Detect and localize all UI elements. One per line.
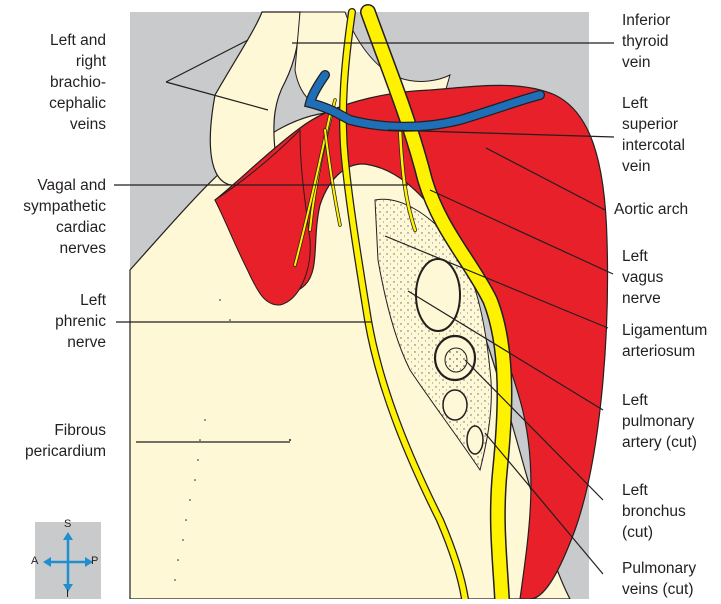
bronchus-lumen [445,348,467,372]
label-line: Left [55,290,106,311]
label-brachiocephalic-veins: Left and right brachio- cephalic veins [49,30,106,135]
label-line: Left [622,93,685,114]
label-line: Aortic arch [614,199,688,220]
label-line: cephalic [49,93,106,114]
label-line: Fibrous [25,420,106,441]
label-line: vagus [622,267,663,288]
label-line: artery (cut) [622,432,697,453]
label-fibrous-pericardium: Fibrous pericardium [25,420,106,462]
label-line: cardiac [23,217,106,238]
label-phrenic-nerve: Left phrenic nerve [55,290,106,353]
compass-anterior: A [31,555,38,567]
label-line: Vagal and [23,175,106,196]
label-line: Inferior [622,10,670,31]
label-line: Left and [49,30,106,51]
pulmonary-vein-cut-2 [467,426,483,454]
label-ligamentum-arteriosum: Ligamentum arteriosum [622,320,707,362]
label-line: brachio- [49,72,106,93]
label-pulmonary-artery: Left pulmonary artery (cut) [622,390,697,453]
label-line: Left [622,480,686,501]
compass-superior: S [64,518,71,530]
label-line: superior [622,114,685,135]
label-left-bronchus: Left bronchus (cut) [622,480,686,543]
label-line: vein [622,156,685,177]
label-line: veins (cut) [622,579,696,600]
label-line: right [49,51,106,72]
label-line: Left [622,390,697,411]
label-line: Left [622,246,663,267]
label-pulmonary-veins: Pulmonary veins (cut) [622,558,696,600]
label-line: sympathetic [23,196,106,217]
label-line: intercotal [622,135,685,156]
compass-posterior: P [91,555,98,567]
compass-inferior: I [66,588,69,600]
label-line: nerve [55,332,106,353]
orientation-compass: S I A P [35,522,101,599]
label-line: pulmonary [622,411,697,432]
label-vagus-nerve: Left vagus nerve [622,246,663,309]
label-line: nerve [622,288,663,309]
label-line: Ligamentum [622,320,707,341]
label-line: pericardium [25,441,106,462]
label-intercostal-vein: Left superior intercotal vein [622,93,685,177]
label-cardiac-nerves: Vagal and sympathetic cardiac nerves [23,175,106,259]
label-inferior-thyroid-vein: Inferior thyroid vein [622,10,670,73]
label-line: arteriosum [622,341,707,362]
label-line: (cut) [622,522,686,543]
label-line: veins [49,114,106,135]
label-line: nerves [23,238,106,259]
label-line: phrenic [55,311,106,332]
label-line: thyroid [622,31,670,52]
label-aortic-arch: Aortic arch [614,199,688,220]
label-line: Pulmonary [622,558,696,579]
pulmonary-artery-cut [416,259,460,331]
label-line: vein [622,52,670,73]
label-line: bronchus [622,501,686,522]
pulmonary-vein-cut-1 [443,390,467,420]
